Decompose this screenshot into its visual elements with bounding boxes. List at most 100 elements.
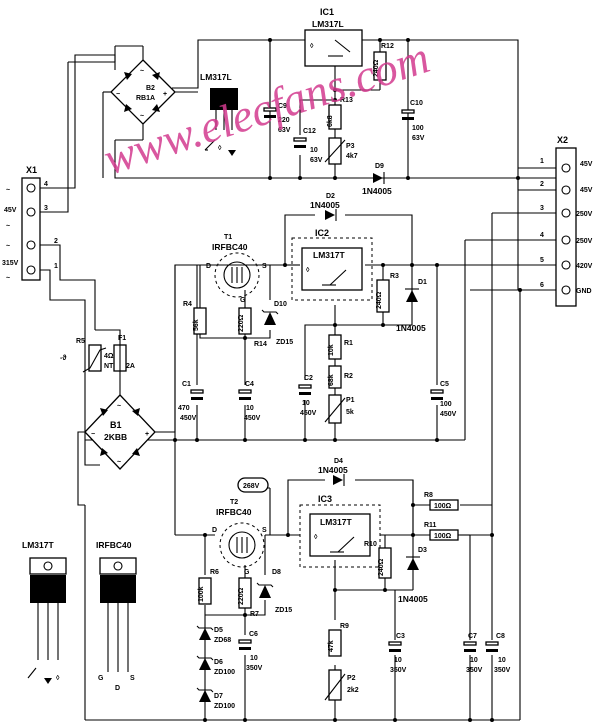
c9-val-2: 63V <box>278 127 291 134</box>
t2: T2 IRFBC40 D G S <box>212 499 267 576</box>
p1-ref: P1 <box>346 397 355 404</box>
x2-label-5: 420V <box>576 263 593 270</box>
d1: D1 1N4005 <box>396 279 427 333</box>
x1-315v: 315V <box>2 260 19 267</box>
ic2-part: LM317T <box>313 250 345 260</box>
x2-pin-5: 5 <box>540 257 544 264</box>
r9: 47k R9 <box>328 623 349 657</box>
lm317l-package: LM317L ◊ <box>200 72 238 156</box>
c3-val-2: 350V <box>390 667 407 674</box>
d7-val: ZD100 <box>214 703 235 710</box>
r1-val: 10k <box>328 344 335 356</box>
c10-ref: C10 <box>410 100 423 107</box>
t1-part: IRFBC40 <box>212 242 248 252</box>
t2-s: S <box>262 527 267 534</box>
t2-g: G <box>244 569 250 576</box>
c12: C12 10 63V <box>293 128 323 164</box>
r5-val-2: NTC <box>104 363 118 370</box>
irfbc40-pkg-label: IRFBC40 <box>96 540 132 550</box>
c1: C1 470 450V <box>178 381 204 422</box>
r8: 100Ω R8 <box>424 492 459 511</box>
r11-ref: R11 <box>424 522 437 529</box>
b1-ref: B1 <box>110 420 122 430</box>
x2-label-3: 250V <box>576 211 593 218</box>
x2-ref: X2 <box>557 135 568 145</box>
c2-val-1: 10 <box>302 400 310 407</box>
d2-ref: D2 <box>326 193 335 200</box>
x1-pin-3: 3 <box>44 205 48 212</box>
ic3-part: LM317T <box>320 517 352 527</box>
b2-minus: − <box>116 91 120 98</box>
r3-ref: R3 <box>390 273 399 280</box>
r14-ref: R14 <box>254 341 267 348</box>
r13: 6k8 R13 <box>327 97 353 130</box>
d1-val: 1N4005 <box>396 323 426 333</box>
b2-tilde: ~ <box>140 113 144 120</box>
r4-ref: R4 <box>183 301 192 308</box>
b2-plus-tilde: ~ <box>140 68 144 75</box>
t1: T1 IRFBC40 D G S <box>206 234 267 304</box>
r13-val: 6k8 <box>327 115 334 127</box>
ic1-part: LM317L <box>312 19 344 29</box>
d3-ref: D3 <box>418 547 427 554</box>
d2: D2 1N4005 <box>310 193 340 221</box>
f1-val: 2A <box>126 363 135 370</box>
c1-ref: C1 <box>182 381 191 388</box>
r7: 220Ω R7 <box>238 577 259 618</box>
d10: D10 ZD15 <box>261 301 293 346</box>
r7-ref: R7 <box>250 611 259 618</box>
d4-val: 1N4005 <box>318 465 348 475</box>
b2-part: RB1A <box>136 95 155 102</box>
r12-val: 240Ω <box>373 59 380 77</box>
d3-val: 1N4005 <box>398 594 428 604</box>
r14-val: 220Ω <box>238 314 245 332</box>
irfbc40-s: S <box>130 675 135 682</box>
x2-pin-3: 3 <box>540 205 544 212</box>
x1-pin-2: 2 <box>54 238 58 245</box>
c4-ref: C4 <box>245 381 254 388</box>
p2-val: 2k2 <box>347 687 359 694</box>
d9-ref: D9 <box>375 163 384 170</box>
ic3-in-glyph: ◊ <box>314 534 318 541</box>
d9-val: 1N4005 <box>362 186 392 196</box>
b1-minus: − <box>91 431 95 438</box>
c9: C9 220 63V <box>263 103 291 134</box>
x2-label-1: 45V <box>580 161 593 168</box>
c2-val-2: 450V <box>300 410 317 417</box>
p1: P1 5k <box>324 394 355 424</box>
r10-ref: R10 <box>364 541 377 548</box>
r11: 100Ω R11 <box>424 522 459 541</box>
c10-val-2: 63V <box>412 135 425 142</box>
d10-ref: D10 <box>274 301 287 308</box>
x2-label-4: 250V <box>576 238 593 245</box>
c4: C4 10 450V <box>238 381 261 422</box>
irfbc40-g: G <box>98 675 104 682</box>
c4-val-1: 10 <box>246 405 254 412</box>
r1-ref: R1 <box>344 340 353 347</box>
d7: D7 ZD100 <box>196 687 235 710</box>
r9-ref: R9 <box>340 623 349 630</box>
d2-val: 1N4005 <box>310 200 340 210</box>
ic1-ref: IC1 <box>320 7 334 17</box>
r14: 220Ω R14 <box>238 307 267 348</box>
connector-x2: X2 1 2 3 4 5 6 45V 45V 250V 250V 420V GN… <box>540 135 593 307</box>
r2-val: 68k <box>328 374 335 386</box>
junctions <box>173 38 522 722</box>
r12: 240Ω R12 <box>373 43 394 81</box>
t1-g: G <box>240 297 246 304</box>
r5-ntc: R5 4Ω7 NTC -ϑ <box>60 338 118 373</box>
d6-val: ZD100 <box>214 669 235 676</box>
lm317t-package: LM317T ◊ <box>22 540 67 684</box>
r6-ref: R6 <box>210 569 219 576</box>
r5-val-1: 4Ω7 <box>104 353 118 360</box>
r8-ref: R8 <box>424 492 433 499</box>
c5-ref: C5 <box>440 381 449 388</box>
t1-ref: T1 <box>224 234 232 241</box>
ic1-in-glyph: ◊ <box>310 43 314 50</box>
r2-ref: R2 <box>344 373 353 380</box>
c5-val-2: 450V <box>440 411 457 418</box>
c2-ref: C2 <box>304 375 313 382</box>
r4: 56k R4 <box>183 301 207 335</box>
